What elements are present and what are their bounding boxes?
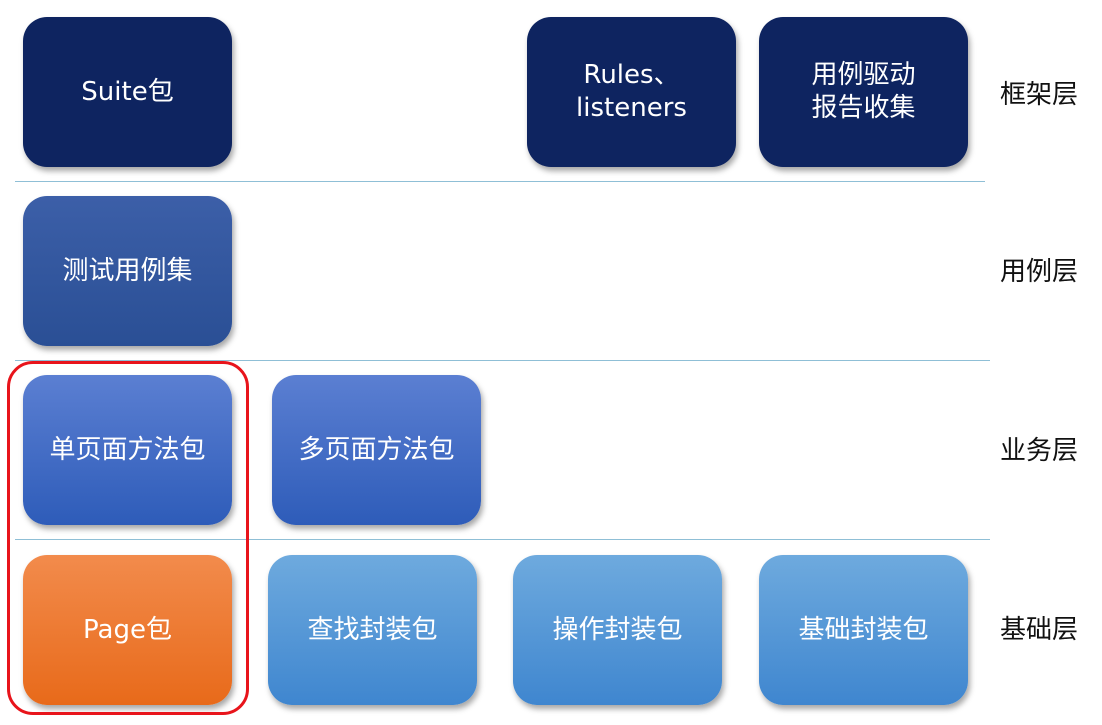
page-package-label: Page包	[83, 614, 172, 645]
base-wrapper-box: 基础封装包	[759, 555, 968, 705]
operation-wrapper-box: 操作封装包	[513, 555, 722, 705]
suite-package-box: Suite包	[23, 17, 232, 167]
page-column-highlight	[7, 361, 249, 715]
test-suite-collection-label: 测试用例集	[62, 255, 193, 286]
test-suite-collection-box: 测试用例集	[23, 196, 232, 346]
find-wrapper-label: 查找封装包	[307, 614, 438, 645]
operation-wrapper-label: 操作封装包	[552, 614, 683, 645]
testcase-layer-label: 用例层	[1000, 257, 1079, 287]
page-package-box: Page包	[23, 555, 232, 705]
suite-package-label: Suite包	[81, 76, 174, 107]
rules-listeners-box: Rules、 listeners	[527, 17, 736, 167]
framework-testcase-divider	[15, 181, 985, 182]
business-layer-label: 业务层	[1000, 436, 1079, 466]
multi-page-methods-box: 多页面方法包	[272, 375, 481, 525]
testcase-driver-report-box: 用例驱动 报告收集	[759, 17, 968, 167]
business-foundation-divider	[15, 539, 990, 540]
testcase-business-divider	[15, 360, 990, 361]
testcase-driver-report-label: 用例驱动 报告收集	[811, 60, 916, 123]
base-wrapper-label: 基础封装包	[798, 614, 929, 645]
framework-layer-label: 框架层	[1000, 80, 1079, 110]
single-page-methods-box: 单页面方法包	[23, 375, 232, 525]
multi-page-methods-label: 多页面方法包	[298, 434, 455, 465]
rules-listeners-label: Rules、 listeners	[576, 60, 687, 123]
find-wrapper-box: 查找封装包	[268, 555, 477, 705]
foundation-layer-label: 基础层	[1000, 615, 1079, 645]
single-page-methods-label: 单页面方法包	[49, 434, 206, 465]
